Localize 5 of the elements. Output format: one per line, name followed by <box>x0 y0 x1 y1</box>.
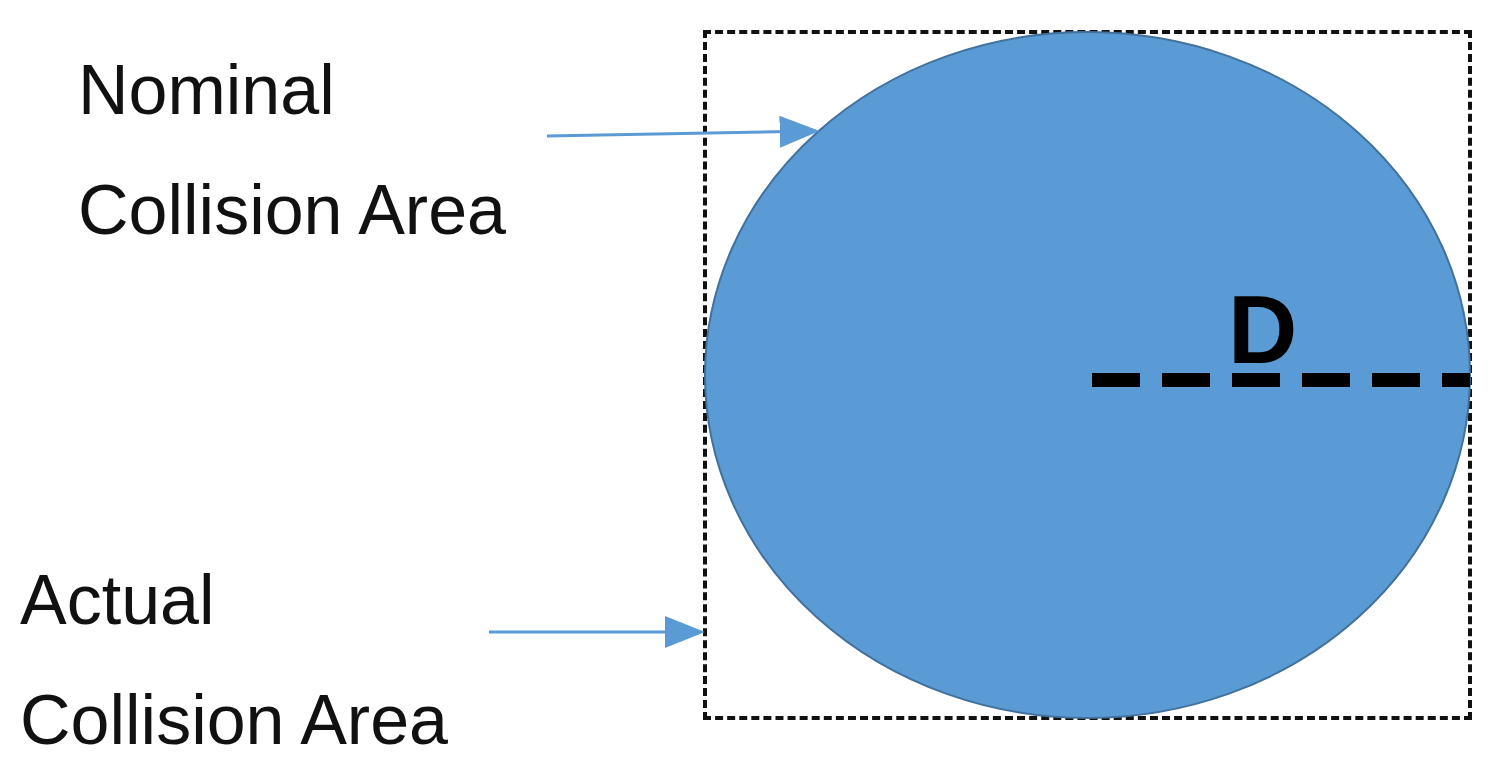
callout-text: Nominal Collision Area <box>78 30 543 270</box>
leader-arrow <box>546 115 820 148</box>
leader-arrow <box>489 616 705 648</box>
dimension-label: D <box>1228 282 1298 378</box>
callout-text: Actual Collision Area <box>20 540 485 765</box>
